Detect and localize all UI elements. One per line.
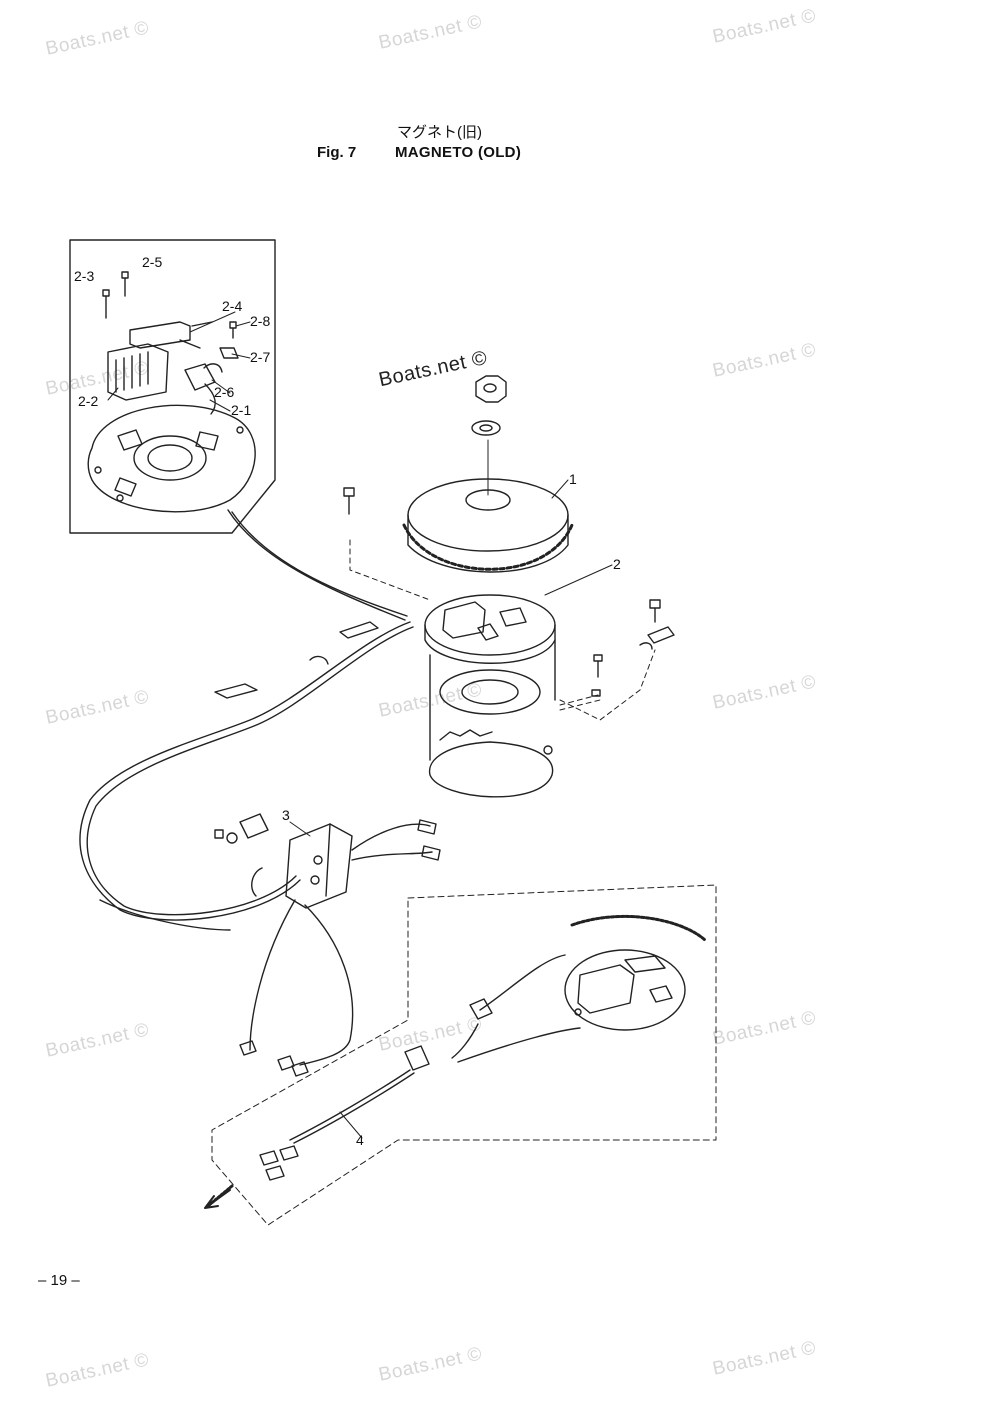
callout-2-6: 2-6 [214, 384, 234, 400]
callout-2-4: 2-4 [222, 298, 242, 314]
callout-2-2: 2-2 [78, 393, 98, 409]
inset-stator-lower [564, 949, 686, 1031]
flywheel [402, 478, 574, 573]
inset-coil-2-2 [107, 343, 169, 401]
flywheel-nut [471, 375, 507, 496]
figure-number: Fig. 7 [317, 144, 357, 161]
inset-coil-2-4 [129, 321, 213, 349]
callout-3: 3 [282, 807, 290, 823]
mounting-screws [343, 487, 675, 697]
cdi-output-wires [99, 899, 354, 1077]
callout-2-3: 2-3 [74, 268, 94, 284]
main-wire-harness [79, 621, 414, 921]
direction-arrow [204, 1184, 234, 1209]
callout-2-8: 2-8 [250, 313, 270, 329]
lower-kit-box [211, 884, 717, 1226]
pulser-base [428, 639, 556, 798]
inset-detail-box [69, 239, 276, 534]
callout-2-1: 2-1 [231, 402, 251, 418]
inset-connector-wires [451, 954, 581, 1063]
harness-part-4 [259, 1045, 430, 1181]
inset-flywheel-teeth [570, 915, 707, 942]
callout-2-7: 2-7 [250, 349, 270, 365]
cdi-unit [214, 813, 441, 909]
callout-1: 1 [569, 471, 577, 487]
inset-screws [102, 271, 239, 373]
figure-title-japanese: マグネト(旧) [397, 124, 482, 141]
callout-4: 4 [356, 1132, 364, 1148]
page-number: – 19 – [38, 1272, 80, 1289]
callout-2-5: 2-5 [142, 254, 162, 270]
stator-assembly [424, 594, 556, 664]
inset-stator-plate [87, 404, 256, 513]
figure-title: MAGNETO (OLD) [395, 144, 522, 161]
harness-wire-bundle [227, 509, 408, 621]
callout-2: 2 [613, 556, 621, 572]
